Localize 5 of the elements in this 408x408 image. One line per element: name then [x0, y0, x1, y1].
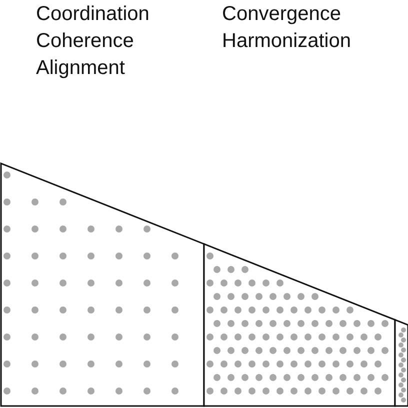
- term-label: Coordination: [36, 4, 150, 24]
- term-label: Convergence: [222, 4, 341, 24]
- term-label: Harmonization: [222, 31, 351, 51]
- term-label: Coherence: [36, 31, 134, 51]
- term-label: Alignment: [36, 58, 125, 78]
